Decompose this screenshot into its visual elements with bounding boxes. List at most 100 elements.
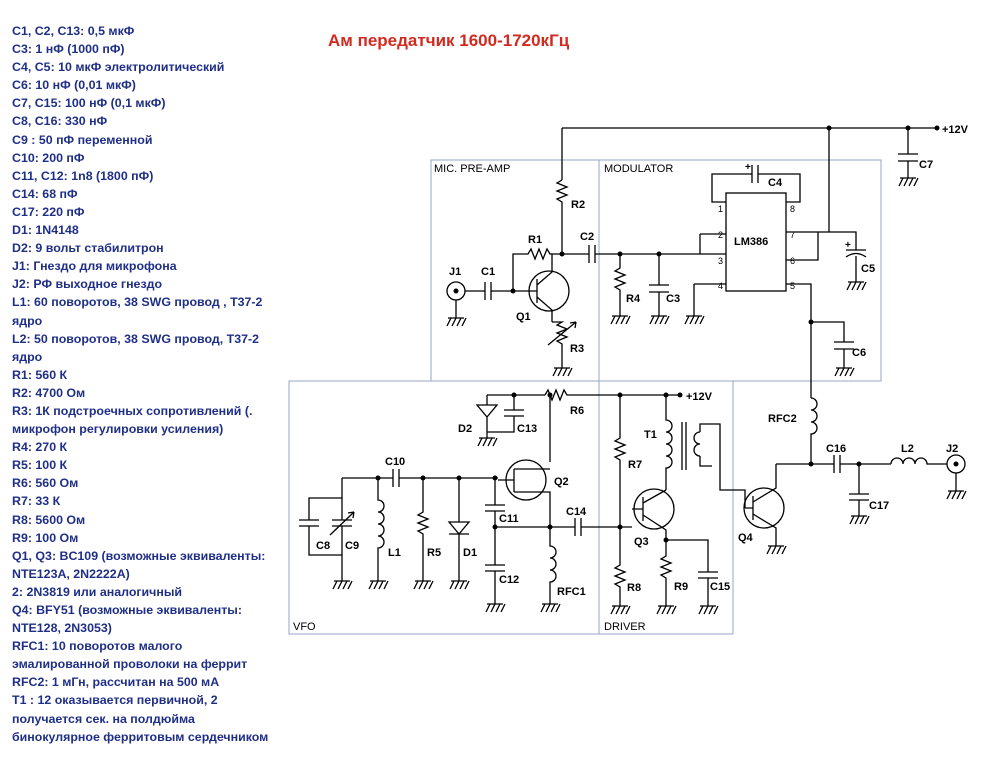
capacitor-c8	[299, 478, 343, 575]
capacitor-c5	[845, 249, 867, 276]
label-r5: R5	[427, 547, 441, 559]
svg-text:6: 6	[790, 256, 795, 266]
label-c2: C2	[580, 231, 594, 243]
label-d2: D2	[458, 423, 472, 435]
parts-list-item: RFC2: 1 мГн, рассчитан на 500 мА	[12, 675, 220, 690]
parts-list-item: D2: 9 вольт стабилитрон	[12, 241, 164, 256]
parts-list-item: R5: 100 К	[12, 458, 68, 473]
label-j2: J2	[946, 443, 958, 455]
parts-list-item: J2: РФ выходное гнездо	[12, 277, 163, 292]
parts-list: C1, C2, C13: 0,5 мкФ C3: 1 нФ (1000 пФ) C4…	[12, 22, 280, 746]
pin7-c5-wiring	[786, 231, 857, 261]
inductor-rfc1	[549, 527, 557, 598]
label-l1: L1	[388, 547, 401, 559]
transformer-t1-primary	[665, 395, 673, 490]
transistor-q4	[743, 487, 785, 529]
parts-list-item: Q1, Q3: BC109 (возможные эквиваленты: NT…	[12, 548, 266, 581]
capacitor-c17	[849, 464, 869, 510]
svg-text:2: 2	[718, 230, 723, 240]
parts-list-item: R6: 560 Ом	[12, 476, 79, 491]
label-c16: C16	[826, 443, 846, 455]
block-label-mic-preamp: MIC. PRE-AMP	[434, 163, 510, 175]
parts-list-item: R9: 100 Ом	[12, 530, 79, 545]
parts-list-item: RFC1: 10 поворотов малого эмалированной …	[12, 639, 248, 672]
q3-leads	[632, 489, 667, 540]
label-r4: R4	[626, 293, 641, 305]
capacitor-c15	[666, 539, 718, 600]
label-q1: Q1	[516, 311, 531, 323]
label-c12: C12	[499, 574, 519, 586]
supply-label: +12V	[942, 124, 969, 136]
parts-list-item: J1: Гнездо для микрофона	[12, 259, 177, 274]
label-r3: R3	[570, 343, 584, 355]
q2-leads	[498, 468, 551, 527]
resistor-r6	[487, 388, 601, 402]
capacitor-c7	[898, 153, 918, 172]
label-r7: R7	[628, 459, 642, 471]
capacitor-c16	[811, 455, 891, 473]
label-c15: C15	[710, 581, 730, 593]
parts-list-item: D1: 1N4148	[12, 223, 79, 238]
label-r8: R8	[627, 582, 641, 594]
resistor-r8	[613, 527, 627, 600]
label-rfc2: RFC2	[768, 413, 797, 425]
label-c4: C4	[768, 177, 783, 189]
label-c3: C3	[666, 293, 680, 305]
label-l2: L2	[901, 443, 914, 455]
ic-lm386-label: LM386	[734, 236, 768, 248]
capacitor-c1	[465, 282, 527, 300]
svg-text:4: 4	[718, 281, 723, 291]
parts-list-item: L1: 60 поворотов, 38 SWG провод , T37-2 …	[12, 295, 263, 328]
label-c6: C6	[852, 347, 866, 359]
parts-list-item: C11, C12: 1n8 (1800 пФ)	[12, 168, 154, 183]
block-label-driver: DRIVER	[604, 621, 646, 633]
parts-list-item: C17: 220 пФ	[12, 204, 85, 219]
resistor-r5	[416, 478, 430, 575]
parts-list-item: C8, C16: 330 нФ	[12, 114, 108, 129]
label-q3: Q3	[634, 536, 649, 548]
parts-list-item: C9 : 50 пФ переменной	[12, 132, 153, 147]
parts-list-item: R3: 1К подстроечных сопротивлений (. мик…	[12, 403, 253, 437]
lm386-input-wiring	[693, 233, 726, 310]
label-t1: T1	[644, 429, 657, 441]
resistor-r2	[555, 179, 569, 254]
driver-supply-label: +12V	[686, 391, 713, 403]
q4-leads	[745, 464, 777, 540]
capacitor-c2	[585, 245, 700, 263]
inductor-rfc2	[776, 397, 818, 465]
parts-list-item: T1 : 12 оказывается первичной, 2 получае…	[12, 693, 269, 744]
label-c1: C1	[481, 266, 495, 278]
label-c9: C9	[345, 540, 359, 552]
label-j1: J1	[449, 266, 461, 278]
block-label-vfo: VFO	[293, 621, 316, 633]
label-c13: C13	[517, 423, 537, 435]
capacitor-c4	[711, 165, 801, 203]
label-c17: C17	[869, 500, 889, 512]
capacitor-c10	[342, 469, 498, 487]
parts-list-item: C4, C5: 10 мкФ электролитический	[12, 60, 225, 75]
parts-list-item: C1, C2, C13: 0,5 мкФ	[12, 24, 135, 38]
parts-list-item: R1: 560 К	[12, 367, 68, 382]
svg-text:+: +	[745, 162, 751, 173]
resistor-r1	[512, 247, 585, 291]
label-c10: C10	[385, 456, 405, 468]
resistor-r4	[613, 254, 627, 310]
svg-text:+: +	[845, 240, 851, 251]
parts-list-item: C10: 200 пФ	[12, 150, 85, 165]
zener-d2	[475, 395, 499, 432]
capacitor-c9	[329, 498, 355, 555]
label-r2: R2	[571, 199, 585, 211]
block-label-modulator: MODULATOR	[604, 163, 673, 175]
parts-list-item: R7: 33 К	[12, 494, 61, 509]
transformer-t1-core	[681, 422, 687, 470]
parts-list-item: C6: 10 нФ (0,01 мкФ)	[12, 78, 136, 93]
label-r1: R1	[528, 234, 542, 246]
parts-list-item: 2: 2N3819 или аналогичный	[12, 584, 183, 599]
block-outlines	[288, 159, 882, 635]
parts-list-item: R4: 270 К	[12, 440, 68, 455]
supply-rail	[561, 127, 937, 232]
svg-text:5: 5	[790, 281, 795, 291]
svg-text:1: 1	[718, 204, 723, 214]
parts-list-item: C3: 1 нФ (1000 пФ)	[12, 42, 125, 57]
label-r9: R9	[674, 581, 688, 593]
